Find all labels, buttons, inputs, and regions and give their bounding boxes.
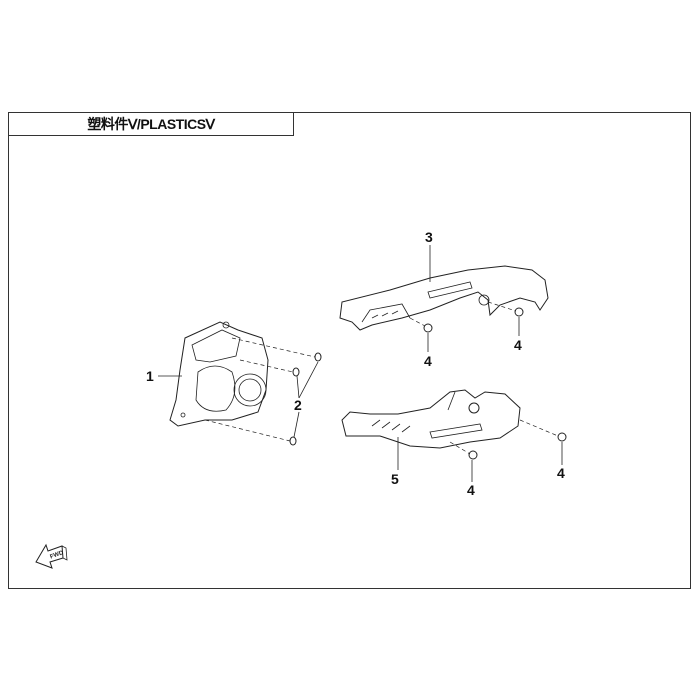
callout-2: 2: [294, 397, 302, 413]
callout-4-lower-right: 4: [557, 465, 565, 481]
forward-arrow-icon: FWD: [35, 543, 68, 569]
fwd-label: FWD: [49, 550, 65, 561]
callout-5: 5: [391, 471, 399, 487]
diagram-title: 塑料件Ⅴ/PLASTICSⅤ: [8, 112, 294, 136]
callout-4-lower-left: 4: [467, 482, 475, 498]
diagram-frame: [8, 112, 691, 589]
fasteners: [289, 307, 567, 460]
callout-4-upper-left: 4: [424, 353, 432, 369]
leader-lines: [158, 245, 563, 482]
part-3-upper-chain-guard: [339, 265, 549, 331]
part-1-sprocket-cover: [169, 321, 269, 427]
part-5-lower-chain-guard: [341, 389, 521, 449]
callout-3: 3: [425, 229, 433, 245]
assembly-lines: [204, 301, 559, 455]
callout-1: 1: [146, 368, 154, 384]
callout-4-upper-right: 4: [514, 337, 522, 353]
